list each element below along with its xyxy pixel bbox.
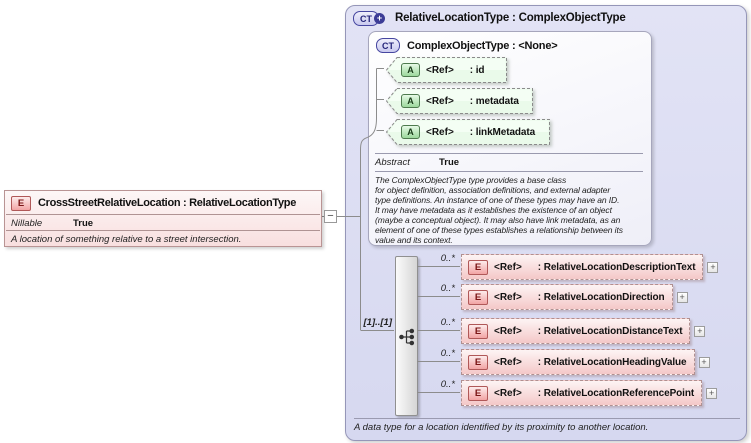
element-ref-card[interactable]: E <Ref> : RelativeLocationDirection [461,284,673,310]
element-cardinality: 0..* [440,253,455,264]
element-icon: E [468,385,488,401]
element-icon: E [11,195,31,211]
expand-button[interactable]: + [676,291,688,303]
attribute-name: : linkMetadata [469,126,536,138]
element-box-title: CrossStreetRelativeLocation : RelativeLo… [38,197,297,209]
element-row: E <Ref> : RelativeLocationDistanceText + [461,318,706,344]
expand-button[interactable]: + [707,261,719,273]
model-group-cardinality: [1]..[1] [363,317,393,328]
expand-button[interactable]: + [706,387,718,399]
base-type-header: CT ComplexObjectType : <None> [376,38,558,53]
element-row: E <Ref> : RelativeLocationReferencePoint… [461,380,718,406]
expand-button[interactable]: + [694,325,706,337]
collapse-toggle-button[interactable]: − [324,210,337,223]
base-type-title: ComplexObjectType : <None> [407,39,558,52]
element-row: E <Ref> : RelativeLocationHeadingValue + [461,349,710,375]
divider [375,153,643,154]
element-icon: E [468,323,488,339]
property-value: True [73,217,94,229]
attribute-ref-label: <Ref> [426,95,454,107]
element-ref-card[interactable]: E <Ref> : RelativeLocationReferencePoint [461,380,703,406]
attribute-ref-label: <Ref> [426,64,454,76]
element-name: : RelativeLocationDescriptionText [537,261,696,273]
element-ref-label: <Ref> [494,325,522,337]
element-name: : RelativeLocationDirection [537,291,665,303]
element-ref-label: <Ref> [494,261,522,273]
attribute-ref-id[interactable]: A <Ref> : id [386,57,507,83]
property-value: True [439,156,460,168]
complex-type-derived-icon: CT + [353,11,387,26]
expand-button[interactable]: + [698,356,710,368]
element-icon: E [468,259,488,275]
divider [6,230,320,231]
element-icon: E [468,289,488,305]
sequence-icon [399,328,415,346]
attribute-content: A <Ref> : linkMetadata [401,119,535,145]
element-ref-label: <Ref> [494,387,522,399]
type-box-title: RelativeLocationType : ComplexObjectType [395,12,626,24]
element-box-header: E CrossStreetRelativeLocation : Relative… [5,191,321,214]
attribute-shape [386,119,550,145]
divider [354,418,740,419]
attribute-content: A <Ref> : metadata [401,88,519,114]
element-cardinality: 0..* [440,317,455,328]
attribute-ref-metadata[interactable]: A <Ref> : metadata [386,88,533,114]
element-cardinality: 0..* [440,348,455,359]
element-ref-card[interactable]: E <Ref> : RelativeLocationDescriptionTex… [461,254,704,280]
attribute-shape [386,88,533,114]
element-description: A location of something relative to a st… [11,234,242,245]
ct-icon: CT [376,38,400,53]
element-icon: E [468,354,488,370]
element-cardinality: 0..* [440,379,455,390]
element-row: E <Ref> : RelativeLocationDescriptionTex… [461,254,719,280]
type-definition-box: CT + RelativeLocationType : ComplexObjec… [345,5,747,441]
sequence-compositor[interactable] [395,256,418,416]
nillable-property-row: Nillable True [5,215,321,230]
element-name: : RelativeLocationDistanceText [537,325,683,337]
element-row: E <Ref> : RelativeLocationDirection + [461,284,688,310]
attribute-icon: A [401,125,420,139]
attribute-icon: A [401,63,420,77]
attribute-ref-linkMetadata[interactable]: A <Ref> : linkMetadata [386,119,550,145]
attribute-content: A <Ref> : id [401,57,485,83]
element-ref-card[interactable]: E <Ref> : RelativeLocationHeadingValue [461,349,695,375]
attribute-ref-label: <Ref> [426,126,454,138]
property-name: Abstract [375,156,410,168]
type-box-header: CT + RelativeLocationType : ComplexObjec… [353,11,626,26]
property-name: Nillable [11,217,43,229]
element-ref-card[interactable]: E <Ref> : RelativeLocationDistanceText [461,318,691,344]
base-type-box[interactable]: CT ComplexObjectType : <None> A <Ref> : … [368,31,652,246]
base-type-description: The ComplexObjectType type provides a ba… [375,175,623,245]
divider [375,171,643,172]
plus-badge-icon: + [374,13,385,24]
element-ref-label: <Ref> [494,291,522,303]
divider [6,214,320,215]
element-name: : RelativeLocationReferencePoint [537,387,695,399]
element-cardinality: 0..* [440,283,455,294]
type-description: A data type for a location identified by… [354,422,649,433]
element-ref-label: <Ref> [494,356,522,368]
element-declaration-box[interactable]: E CrossStreetRelativeLocation : Relative… [4,190,322,247]
abstract-property-row: Abstract True [375,156,459,168]
attribute-icon: A [401,94,420,108]
element-name: : RelativeLocationHeadingValue [537,356,687,368]
attribute-name: : metadata [469,95,519,107]
attribute-name: : id [469,64,485,76]
